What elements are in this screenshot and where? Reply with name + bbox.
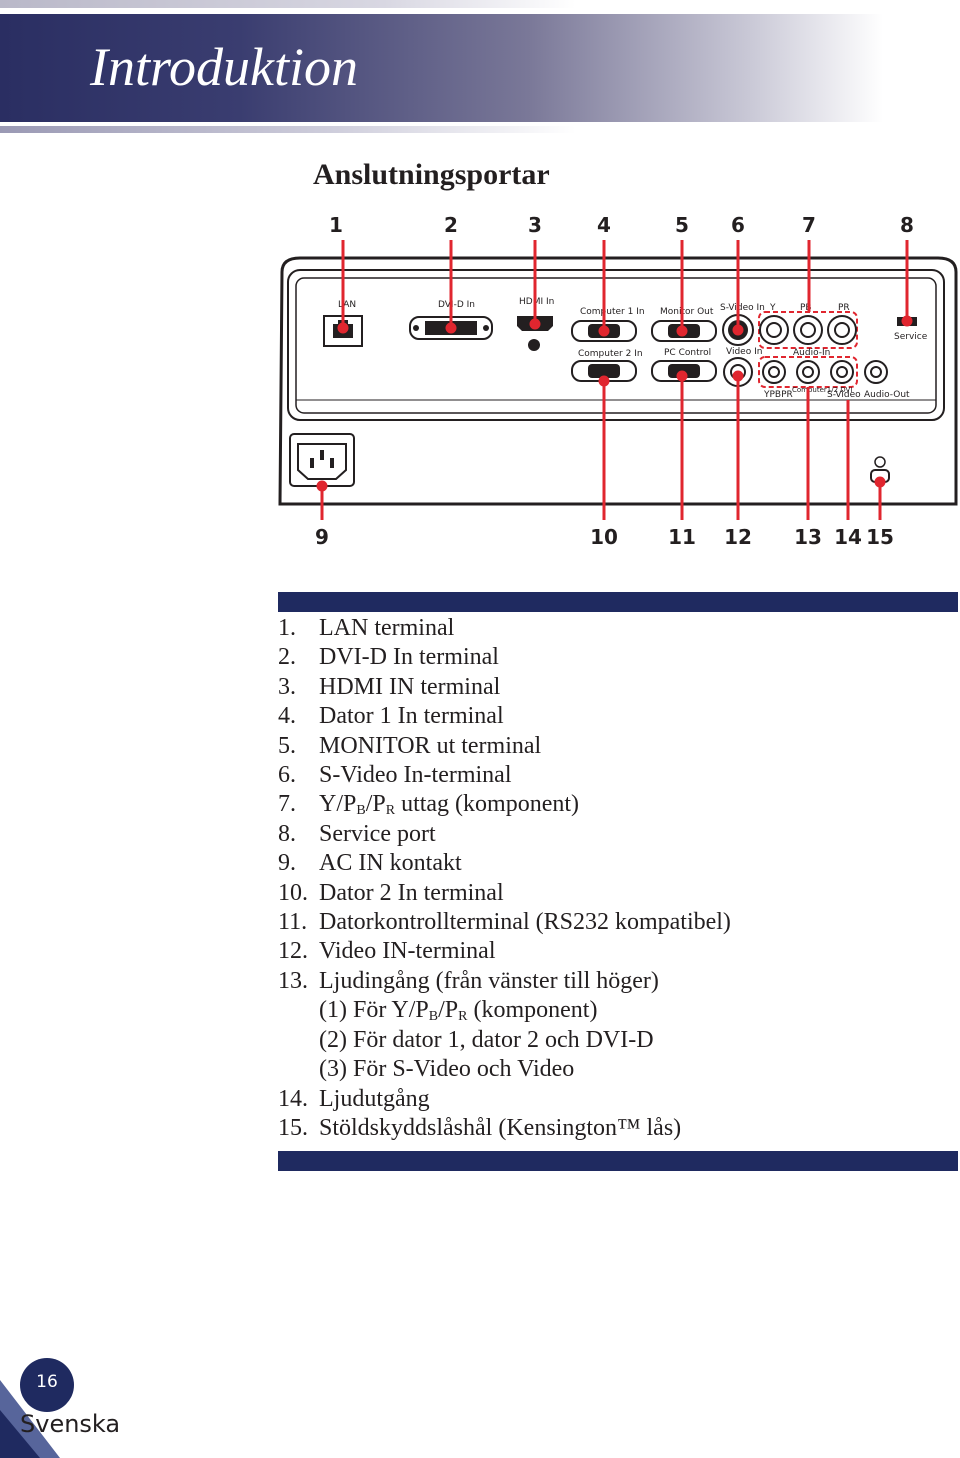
monitor-out-port-label: Monitor Out xyxy=(660,307,714,317)
list-item: 4.Dator 1 In terminal xyxy=(278,703,504,730)
callout-number-10: 10 xyxy=(590,525,618,549)
hdmi-port-label: HDMI In xyxy=(519,297,554,307)
callout-number-3: 3 xyxy=(528,213,542,237)
service-port-label: Service xyxy=(894,332,928,342)
computer2-port-label: Computer 2 In xyxy=(578,349,643,359)
list-item: 8.Service port xyxy=(278,820,436,847)
list-item: 7.Y/PB/PR uttag (komponent) xyxy=(278,791,580,819)
projector-rear-outline xyxy=(278,256,958,506)
pc-control-port-label: PC Control xyxy=(664,348,711,358)
audio-out-label: Audio-Out xyxy=(864,390,910,400)
callout-number-2: 2 xyxy=(444,213,458,237)
list-item: 13.Ljudingång (från vänster till höger) … xyxy=(278,967,958,1085)
audio-in-port-label: Audio-In xyxy=(793,348,830,358)
port-list: 1.LAN terminal 2.DVI-D In terminal 3.HDM… xyxy=(278,614,958,1143)
header-top-line xyxy=(0,0,960,8)
header-band xyxy=(0,14,960,122)
video-in-port-label: Video In xyxy=(726,347,762,357)
dvi-port-label: DVI-D In xyxy=(438,300,475,310)
callout-number-5: 5 xyxy=(675,213,689,237)
callout-number-8: 8 xyxy=(900,213,914,237)
list-item: 3.HDMI IN terminal xyxy=(278,673,501,700)
list-subitem: (3) För S-Video och Video xyxy=(319,1056,575,1083)
list-item: 5.MONITOR ut terminal xyxy=(278,732,542,759)
lan-port-icon xyxy=(323,315,363,347)
language-label: Svenska xyxy=(20,1410,121,1438)
page-title: Introduktion xyxy=(90,37,358,97)
callout-number-4: 4 xyxy=(597,213,611,237)
svideo-in-port-label: S-Video In xyxy=(720,303,765,313)
list-top-bar xyxy=(278,592,958,612)
page-number: 16 xyxy=(36,1372,58,1392)
callout-number-9: 9 xyxy=(315,525,329,549)
list-item: 11.Datorkontrollterminal (RS232 kompatib… xyxy=(278,909,731,936)
screw-icon xyxy=(528,339,540,351)
callout-number-14: 14 xyxy=(834,525,862,549)
pr-port-label: PR xyxy=(838,303,850,313)
audio-in-highlight-box xyxy=(758,356,858,388)
callout-number-7: 7 xyxy=(802,213,816,237)
list-item: 1.LAN terminal xyxy=(278,615,455,641)
connection-ports-diagram: 1 2 3 4 5 6 7 8 LAN DVI-D In HDMI In Com… xyxy=(278,213,958,549)
list-item: 15.Stöldskyddslåshål (Kensington™ lås) xyxy=(278,1114,682,1141)
list-item: 10.Dator 2 In terminal xyxy=(278,879,504,906)
lan-port-label: LAN xyxy=(338,300,356,310)
callout-number-12: 12 xyxy=(724,525,752,549)
list-subitem: (2) För dator 1, dator 2 och DVI-D xyxy=(319,1026,654,1053)
list-bottom-bar xyxy=(278,1151,958,1171)
port-panel-inner xyxy=(295,277,937,414)
section-title: Anslutningsportar xyxy=(313,158,550,191)
y-port-label: Y xyxy=(769,303,776,313)
callout-number-1: 1 xyxy=(329,213,343,237)
list-item: 9.AC IN kontakt xyxy=(278,850,462,877)
list-item: 6.S-Video In-terminal xyxy=(278,762,512,789)
corner-decoration xyxy=(0,1380,60,1458)
header-bottom-line xyxy=(0,126,960,133)
callout-number-15: 15 xyxy=(866,525,894,549)
callout-number-13: 13 xyxy=(794,525,822,549)
list-item: 12.Video IN-terminal xyxy=(278,938,496,965)
svideo-audio-label: S-Video xyxy=(827,390,861,400)
list-item: 14.Ljudutgång xyxy=(278,1085,430,1112)
callout-number-11: 11 xyxy=(668,525,696,549)
list-item: 2.DVI-D In terminal xyxy=(278,644,499,671)
computer12-dvi-audio-label: Computer1/2 DVI xyxy=(792,386,852,394)
ypbpr-audio-label: YPBPR xyxy=(763,390,793,400)
callout-number-6: 6 xyxy=(731,213,745,237)
page-number-badge xyxy=(20,1358,74,1412)
pb-port-label: PB xyxy=(800,303,812,313)
computer1-port-label: Computer 1 In xyxy=(580,307,645,317)
list-subitem: (1) För Y/PB/PR (komponent) xyxy=(319,997,598,1025)
